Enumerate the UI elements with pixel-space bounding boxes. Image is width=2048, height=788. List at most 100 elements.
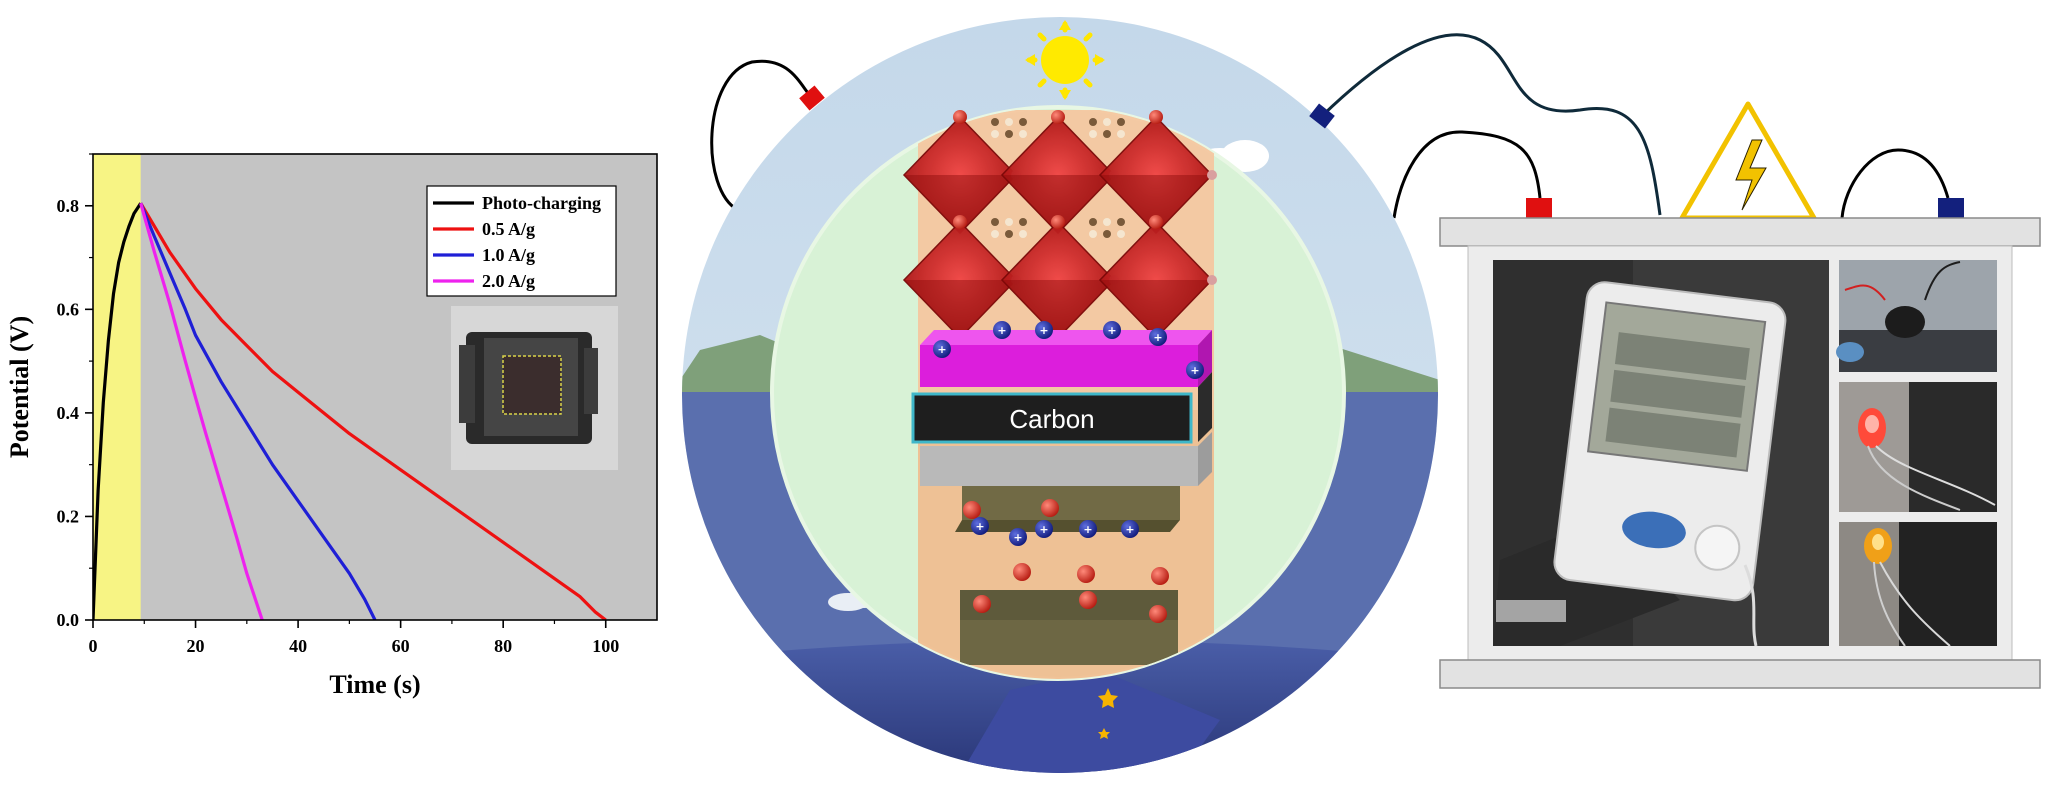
cation-sign: + bbox=[1190, 364, 1199, 377]
organic-cation bbox=[1089, 118, 1097, 126]
organic-cation bbox=[1089, 130, 1097, 138]
right-wire bbox=[1840, 148, 1950, 219]
ions: +++++++++++ bbox=[933, 321, 1204, 623]
cation-sign: + bbox=[1125, 523, 1134, 536]
organic-cation bbox=[1117, 230, 1125, 238]
anion bbox=[973, 595, 991, 613]
electrode-stack: Carbon bbox=[911, 330, 1212, 486]
organic-cation bbox=[1005, 218, 1013, 226]
organic-cation bbox=[1103, 118, 1111, 126]
organic-cation bbox=[1005, 130, 1013, 138]
cation-sign: + bbox=[937, 343, 946, 356]
perovskite-crystal bbox=[902, 110, 1217, 340]
photo-supercapacitor-diagram: Carbon +++++++++++ bbox=[682, 17, 1662, 773]
cation bbox=[1035, 520, 1053, 538]
bottom-plate bbox=[1439, 659, 2041, 689]
top-plate bbox=[1439, 217, 2041, 247]
lower-electrode bbox=[962, 480, 1180, 520]
anion bbox=[1079, 591, 1097, 609]
organic-cation bbox=[1103, 230, 1111, 238]
cation-sign: + bbox=[1039, 523, 1048, 536]
organic-cation bbox=[1005, 118, 1013, 126]
organic-cation bbox=[1019, 130, 1027, 138]
x-tick-label: 80 bbox=[494, 636, 512, 656]
organic-cation bbox=[1117, 118, 1125, 126]
cation bbox=[1035, 321, 1053, 339]
yellow-led-photo bbox=[1839, 522, 1997, 647]
organic-cation bbox=[1103, 130, 1111, 138]
cation bbox=[1149, 328, 1167, 346]
organic-cation bbox=[1005, 230, 1013, 238]
warning-lightning-icon bbox=[1679, 101, 1817, 221]
atom bbox=[1207, 170, 1217, 180]
y-tick-label: 0.0 bbox=[57, 610, 80, 630]
series-line-0 bbox=[93, 202, 143, 620]
legend-label: 0.5 A/g bbox=[482, 219, 535, 239]
organic-cation bbox=[1089, 218, 1097, 226]
terminal-icon bbox=[1309, 103, 1335, 129]
anion bbox=[1041, 499, 1059, 517]
cation bbox=[1186, 361, 1204, 379]
series-line-2 bbox=[139, 202, 377, 620]
y-axis-label: Potential (V) bbox=[5, 316, 34, 458]
star-icon bbox=[1098, 688, 1118, 708]
series-line-1 bbox=[139, 202, 607, 620]
cation bbox=[1079, 520, 1097, 538]
middle-wire bbox=[1392, 130, 1542, 219]
cation-sign: + bbox=[1013, 531, 1022, 544]
thermometer-display-photo bbox=[1493, 260, 1829, 647]
octahedron-shade bbox=[1100, 280, 1212, 338]
atom bbox=[953, 110, 967, 124]
organic-cation bbox=[1117, 130, 1125, 138]
x-tick-label: 100 bbox=[592, 636, 619, 656]
organic-cation bbox=[1089, 230, 1097, 238]
organic-cation bbox=[991, 218, 999, 226]
octahedron-shade bbox=[904, 280, 1016, 338]
organic-cation bbox=[1103, 218, 1111, 226]
pink-layer bbox=[920, 330, 1212, 345]
cation-sign: + bbox=[975, 520, 984, 533]
organic-cation bbox=[1019, 118, 1027, 126]
x-tick-label: 60 bbox=[392, 636, 410, 656]
organic-cation bbox=[991, 130, 999, 138]
terminal-icon bbox=[1938, 198, 1964, 218]
anion bbox=[1013, 563, 1031, 581]
buzzer-photo bbox=[1836, 260, 1997, 372]
star-icon bbox=[1098, 728, 1110, 739]
y-ticks: 0.00.20.40.60.8 bbox=[57, 153, 93, 630]
red-led-photo bbox=[1839, 382, 1997, 512]
octahedron-shade bbox=[1100, 175, 1212, 233]
cation-sign: + bbox=[1039, 324, 1048, 337]
atom bbox=[1051, 215, 1065, 229]
organic-cation bbox=[991, 118, 999, 126]
cation bbox=[971, 517, 989, 535]
anion bbox=[1151, 567, 1169, 585]
cation-sign: + bbox=[1153, 331, 1162, 344]
organic-cation bbox=[1019, 218, 1027, 226]
carbon-label: Carbon bbox=[1009, 404, 1094, 434]
organic-cation bbox=[1019, 230, 1027, 238]
cation bbox=[993, 321, 1011, 339]
cation bbox=[1121, 520, 1139, 538]
organic-cation bbox=[1117, 218, 1125, 226]
octahedron-shade bbox=[904, 175, 1016, 233]
organic-cation bbox=[991, 230, 999, 238]
device-demo-panel bbox=[1439, 101, 2041, 689]
sun-icon bbox=[1025, 20, 1105, 100]
anion bbox=[963, 501, 981, 519]
cation bbox=[1103, 321, 1121, 339]
legend-label: Photo-charging bbox=[482, 193, 601, 213]
terminal-icon bbox=[1526, 198, 1552, 218]
long-wire bbox=[1320, 33, 1662, 216]
y-tick-label: 0.2 bbox=[57, 506, 80, 526]
plot-frame bbox=[92, 153, 658, 621]
octahedron-shade bbox=[1002, 175, 1114, 233]
atom bbox=[953, 215, 967, 229]
anion bbox=[1149, 605, 1167, 623]
legend-label: 1.0 A/g bbox=[482, 245, 535, 265]
atom bbox=[1051, 110, 1065, 124]
cation-sign: + bbox=[1107, 324, 1116, 337]
